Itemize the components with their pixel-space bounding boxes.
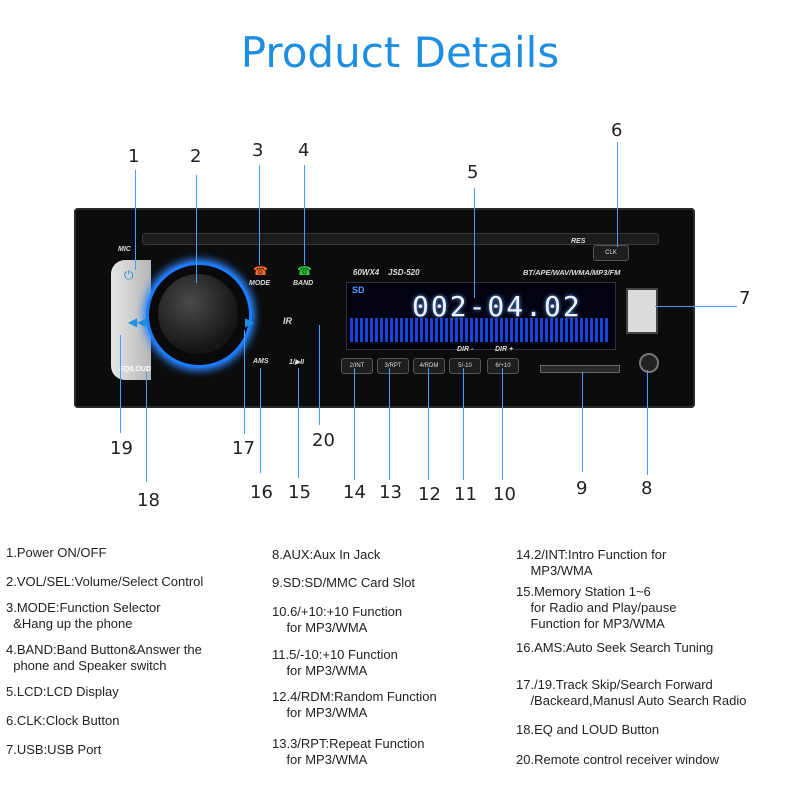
callout-6: 6 xyxy=(611,120,623,141)
formats-label: BT/APE/WAV/WMA/MP3/FM xyxy=(523,268,621,277)
desc-7: 7.USB:USB Port xyxy=(6,742,102,757)
page-title: Product Details xyxy=(240,28,560,77)
power-icon: ⏻ xyxy=(124,268,134,282)
desc-16: 16.AMS:Auto Seek Search Tuning xyxy=(516,640,714,655)
skip-forward-icon: ▶ xyxy=(245,315,255,329)
desc-11: 11.5/-10:+10 Function for MP3/WMA xyxy=(272,647,398,678)
rpt-button: 3/RPT xyxy=(377,358,409,374)
model-name: JSD-520 xyxy=(388,268,420,277)
desc-8: 8.AUX:Aux In Jack xyxy=(272,547,381,562)
leader-line-2 xyxy=(196,175,197,283)
callout-4: 4 xyxy=(298,140,310,161)
desc-4: 4.BAND:Band Button&Answer the phone and … xyxy=(6,642,202,673)
leader-line-14 xyxy=(354,368,355,480)
aux-jack xyxy=(639,353,659,373)
dir-minus-label: DIR - xyxy=(457,346,474,353)
ams-label: AMS xyxy=(253,358,269,365)
plus10-button: 6/+10 xyxy=(487,358,519,374)
desc-12: 12.4/RDM:Random Function for MP3/WMA xyxy=(272,689,437,720)
desc-9: 9.SD:SD/MMC Card Slot xyxy=(272,575,416,590)
callout-9: 9 xyxy=(576,478,588,499)
desc-18: 18.EQ and LOUD Button xyxy=(516,722,660,737)
leader-line-13 xyxy=(389,368,390,480)
lcd-readout: 002-04.02 xyxy=(412,290,582,323)
desc-2: 2.VOL/SEL:Volume/Select Control xyxy=(6,574,204,589)
leader-line-16 xyxy=(260,368,261,473)
answer-phone-icon: ☎ xyxy=(297,264,312,278)
lcd-sd-indicator: SD xyxy=(352,285,365,295)
leader-line-20 xyxy=(319,325,320,425)
res-label: RES xyxy=(571,238,586,245)
leader-line-4 xyxy=(304,165,305,265)
callout-11: 11 xyxy=(454,484,477,505)
callout-20: 20 xyxy=(312,430,335,451)
leader-line-5 xyxy=(474,188,475,298)
leader-line-8 xyxy=(647,370,648,475)
play-pause-label: 1/▶II xyxy=(289,359,305,366)
usb-port xyxy=(626,288,658,334)
sd-card-slot xyxy=(540,365,620,373)
volume-knob xyxy=(158,274,238,354)
minus10-button: 5/-10 xyxy=(449,358,481,374)
clk-button: CLK xyxy=(593,245,629,261)
mic-label: MIC xyxy=(118,246,131,253)
cd-slot xyxy=(142,233,659,245)
desc-6: 6.CLK:Clock Button xyxy=(6,713,120,728)
callout-3: 3 xyxy=(252,140,264,161)
leader-line-12 xyxy=(428,368,429,480)
leader-line-18 xyxy=(146,372,147,482)
callout-16: 16 xyxy=(250,482,273,503)
callout-5: 5 xyxy=(467,162,479,183)
callout-7: 7 xyxy=(739,288,751,309)
callout-8: 8 xyxy=(641,478,653,499)
int-button: 2/INT xyxy=(341,358,373,374)
desc-20: 20.Remote control receiver window xyxy=(516,752,720,767)
leader-line-1 xyxy=(135,170,136,270)
power-rating: 60WX4 xyxy=(353,268,380,277)
left-panel xyxy=(111,260,151,380)
callout-1: 1 xyxy=(128,146,140,167)
hangup-phone-icon: ☎ xyxy=(253,264,268,278)
desc-1: 1.Power ON/OFF xyxy=(6,545,107,560)
leader-line-9 xyxy=(582,372,583,472)
desc-14: 14.2/INT:Intro Function for MP3/WMA xyxy=(516,547,667,578)
callout-14: 14 xyxy=(343,482,366,503)
band-label: BAND xyxy=(293,280,314,287)
desc-3: 3.MODE:Function Selector &Hang up the ph… xyxy=(6,600,161,631)
callout-2: 2 xyxy=(190,146,202,167)
desc-13: 13.3/RPT:Repeat Function for MP3/WMA xyxy=(272,736,425,767)
leader-line-6 xyxy=(617,142,618,247)
skip-back-icon: ◀◀ xyxy=(128,315,147,329)
leader-line-10 xyxy=(502,368,503,480)
desc-10: 10.6/+10:+10 Function for MP3/WMA xyxy=(272,604,403,635)
dir-plus-label: DIR + xyxy=(495,346,514,353)
callout-12: 12 xyxy=(418,484,441,505)
callout-18: 18 xyxy=(137,490,160,511)
desc-15: 15.Memory Station 1~6 for Radio and Play… xyxy=(516,584,677,631)
leader-line-7 xyxy=(655,306,737,307)
desc-17-19: 17./19.Track Skip/Search Forward /Backea… xyxy=(516,677,747,708)
callout-19: 19 xyxy=(110,438,133,459)
lcd-spectrum-bars xyxy=(350,318,608,342)
callout-17: 17 xyxy=(232,438,255,459)
leader-line-15 xyxy=(298,368,299,478)
leader-line-3 xyxy=(259,165,260,265)
eq-loud-label: EQ/LOUD xyxy=(119,366,151,373)
callout-13: 13 xyxy=(379,482,402,503)
mode-label: MODE xyxy=(249,280,270,287)
desc-5: 5.LCD:LCD Display xyxy=(6,684,119,699)
leader-line-19 xyxy=(120,335,121,433)
callout-10: 10 xyxy=(493,484,516,505)
ir-window: IR xyxy=(283,316,292,326)
leader-line-11 xyxy=(463,368,464,480)
rdm-button: 4/RDM xyxy=(413,358,445,374)
leader-line-17 xyxy=(244,330,245,434)
callout-15: 15 xyxy=(288,482,311,503)
